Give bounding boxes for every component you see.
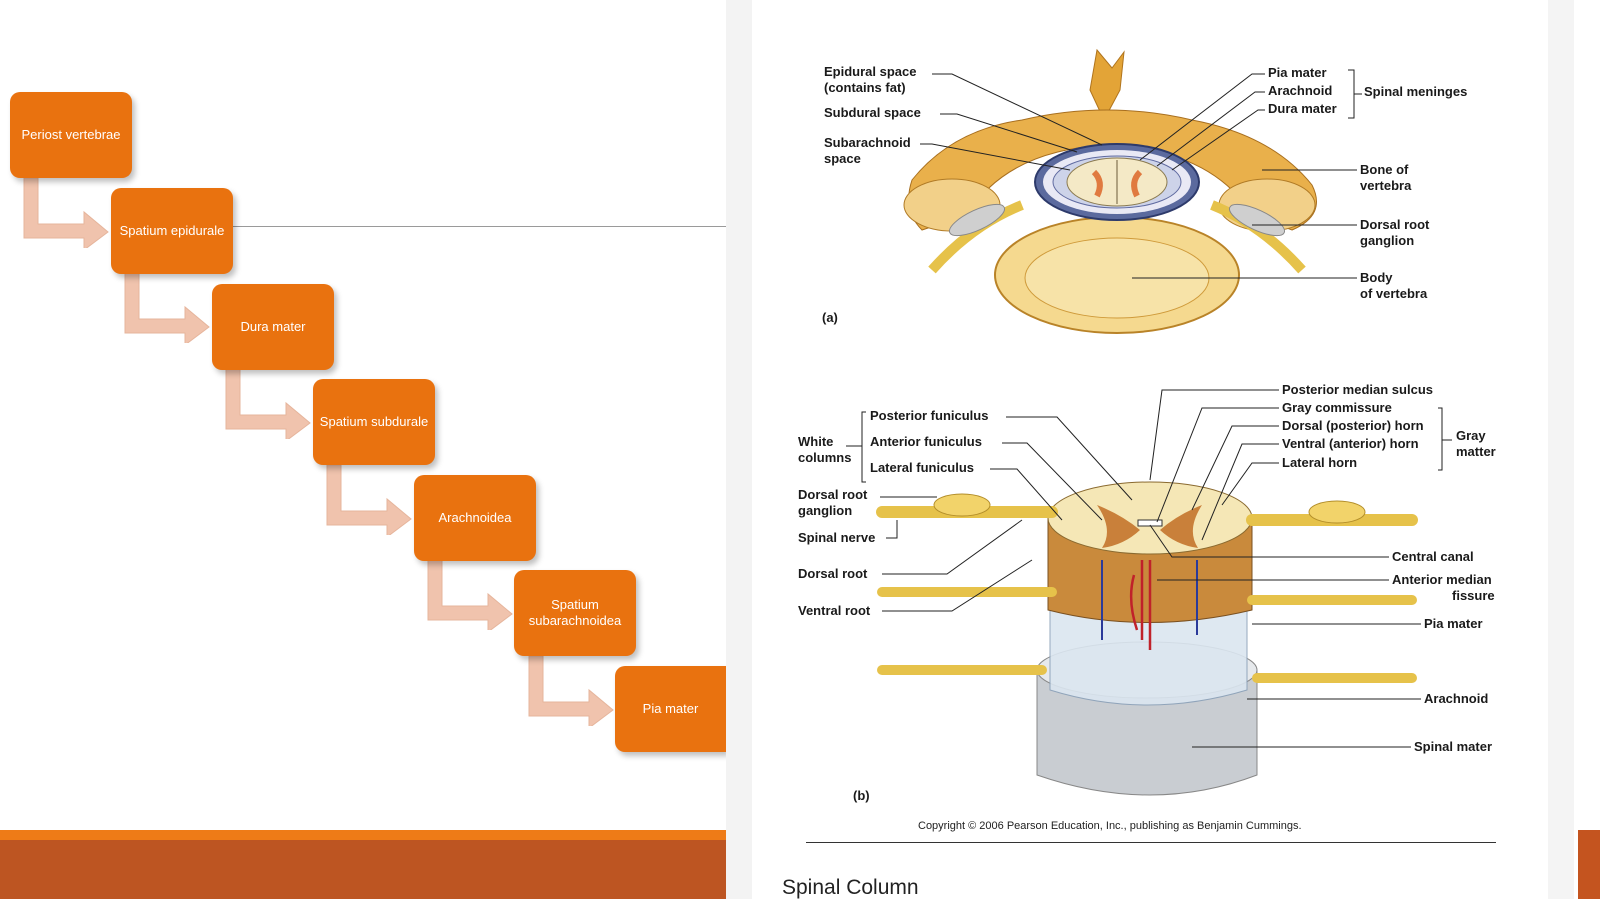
step-arrow [528,656,614,726]
label-body: Body [1360,270,1393,285]
slide-panel: Periost vertebrae Spatium epidurale Dura… [0,0,726,899]
label-epidural-space: Epidural space [824,64,916,79]
section-title: Spinal Column [782,876,919,899]
label-arachnoid-a: Arachnoid [1268,83,1332,98]
flow-step-pia: Pia mater [615,666,726,752]
label-matter: matter [1456,444,1496,459]
flow-step-epidural: Spatium epidurale [111,188,233,274]
label-posterior-median-sulcus: Posterior median sulcus [1282,382,1433,397]
copyright-text: Copyright © 2006 Pearson Education, Inc.… [918,820,1302,832]
label-central-canal: Central canal [1392,549,1474,564]
spinal-cord-diagram: Epidural space (contains fat) Subdural s… [798,48,1496,832]
label-anterior-median: Anterior median [1392,572,1492,587]
panel-gap [726,0,752,899]
step-arrow [427,560,513,630]
flow-step-dura: Dura mater [212,284,334,370]
label-posterior-funiculus: Posterior funiculus [870,408,988,423]
step-arrow [225,369,311,439]
flow-step-subarachnoid: Spatium subarachnoidea [514,570,636,656]
label-spinal-mater: Spinal mater [1414,739,1492,754]
label-gray-commissure: Gray commissure [1282,400,1392,415]
label-columns: columns [798,450,851,465]
caption-rule [806,842,1496,843]
label-dorsal-root-b: Dorsal root [798,566,868,581]
footer-accent [0,830,726,840]
label-ganglion-a: ganglion [1360,233,1414,248]
flow-step-periost: Periost vertebrae [10,92,132,178]
label-contains-fat: (contains fat) [824,80,906,95]
flow-step-arachnoid: Arachnoidea [414,475,536,561]
label-lateral-funiculus: Lateral funiculus [870,460,974,475]
footer-bar [0,830,726,899]
next-slide-edge [1574,0,1600,899]
label-pia-mater-a: Pia mater [1268,65,1327,80]
spinal-cord-segment-illustration [876,481,1418,796]
document-page: Epidural space (contains fat) Subdural s… [752,0,1548,899]
label-subarachnoid: Subarachnoid [824,135,911,150]
next-slide-footer [1578,830,1600,899]
label-subarachnoid-space: space [824,151,861,166]
label-gray: Gray [1456,428,1486,443]
step-arrow [124,273,210,343]
label-white: White [798,434,833,449]
label-subdural-space: Subdural space [824,105,921,120]
flow-step-subdural: Spatium subdurale [313,379,435,465]
label-anterior-funiculus: Anterior funiculus [870,434,982,449]
label-ventral-horn: Ventral (anterior) horn [1282,436,1419,451]
panel-edge [1548,0,1574,899]
panel-letter-a: (a) [822,310,838,325]
label-dura-mater-a: Dura mater [1268,101,1337,116]
label-dorsal-horn: Dorsal (posterior) horn [1282,418,1424,433]
label-dorsal-root-ganglion-b: Dorsal root [798,487,868,502]
label-spinal-nerve: Spinal nerve [798,530,875,545]
label-of-vertebra: of vertebra [1360,286,1428,301]
step-arrow [326,465,412,535]
label-pia-mater-b: Pia mater [1424,616,1483,631]
label-fissure: fissure [1452,588,1495,603]
label-vertebra: vertebra [1360,178,1412,193]
label-bone-of: Bone of [1360,162,1409,177]
panel-letter-b: (b) [853,788,870,803]
vertebra-illustration [903,48,1317,334]
step-arrow [23,178,109,248]
label-ganglion-b: ganglion [798,503,852,518]
label-ventral-root: Ventral root [798,603,871,618]
label-arachnoid-b: Arachnoid [1424,691,1488,706]
divider-line [232,226,726,227]
label-dorsal-root-ganglion-a: Dorsal root [1360,217,1430,232]
label-spinal-meninges: Spinal meninges [1364,84,1467,99]
label-lateral-horn: Lateral horn [1282,455,1357,470]
